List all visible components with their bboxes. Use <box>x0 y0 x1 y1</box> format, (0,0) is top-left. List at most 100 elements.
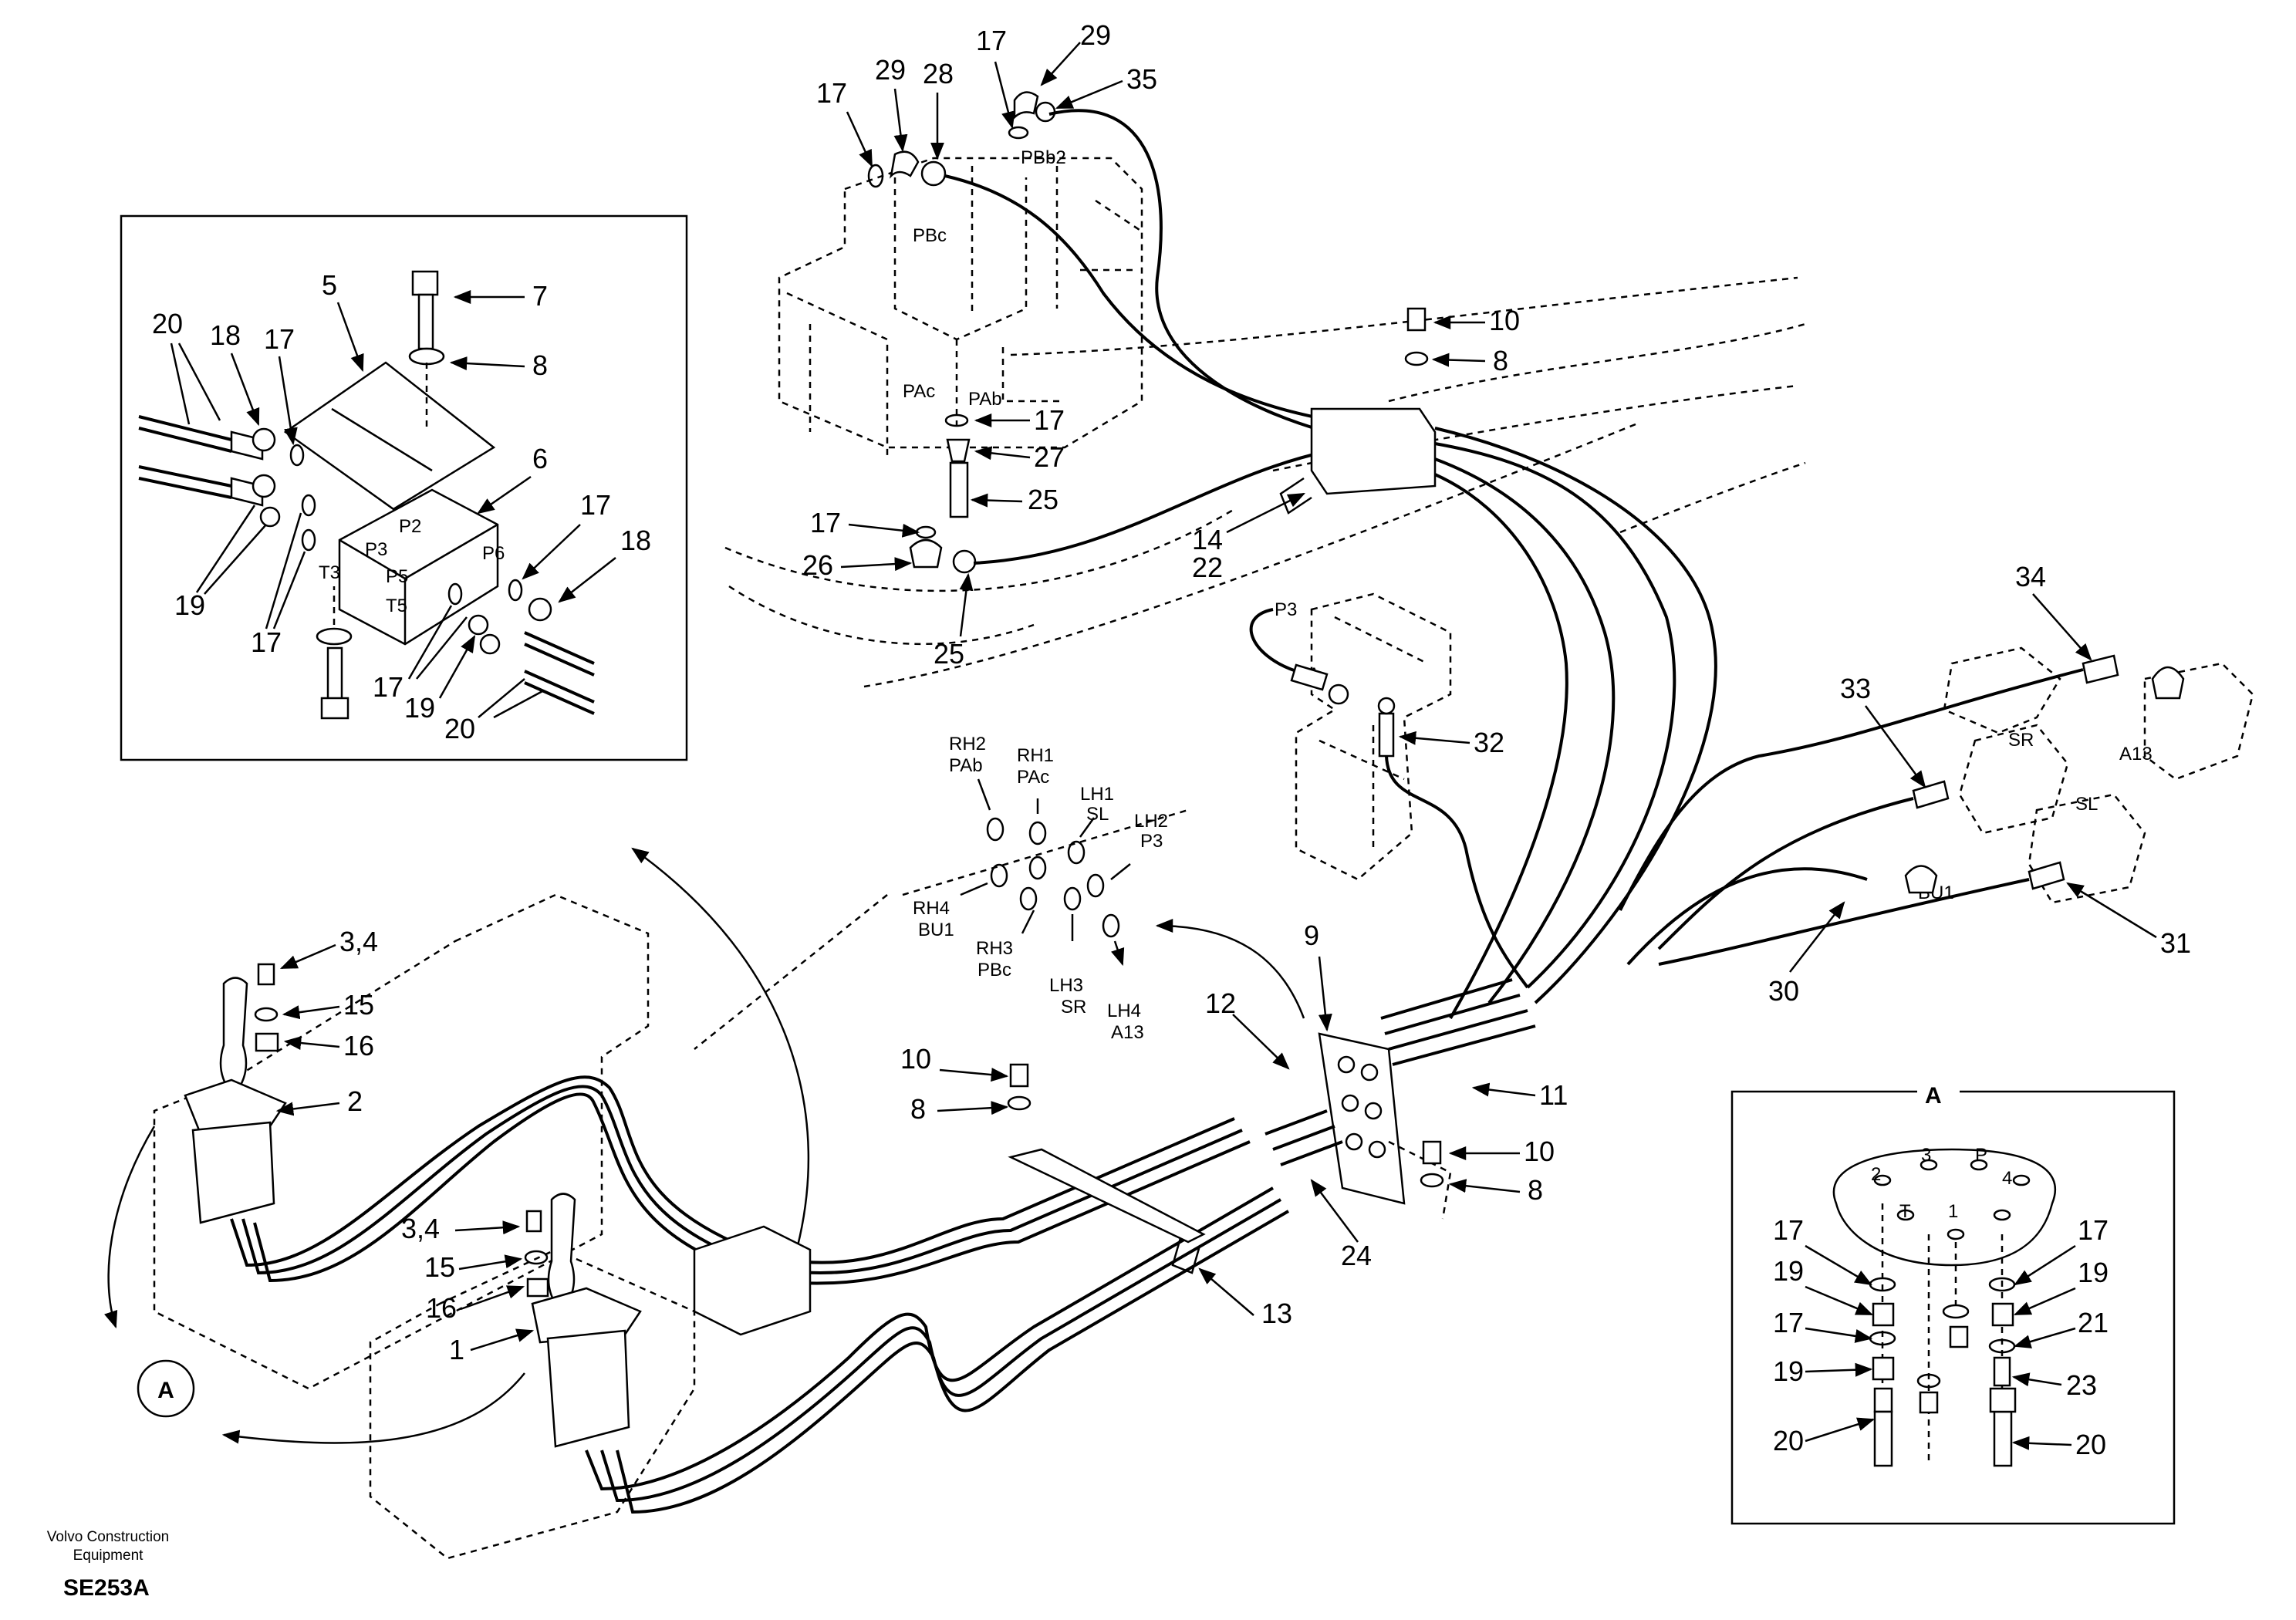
control-valve-assembly: PBc PBb2 PAc PAb <box>724 91 1806 1019</box>
bulkhead-plate-9 <box>1318 1032 1406 1205</box>
callout-28: 28 <box>923 58 954 89</box>
callout-17d: 17 <box>373 671 403 703</box>
pattern-rh3-port: PBc <box>977 960 1011 980</box>
pattern-lh2: LH2 <box>1134 811 1168 832</box>
pattern-rh3: RH3 <box>976 938 1013 959</box>
joystick-pattern-legend: RH2 PAb RH1 PAc LH1 SL LH2 P3 RH4 BU1 RH… <box>104 734 1305 1444</box>
bracket-13 <box>1008 1148 1206 1244</box>
detail-port-t: T <box>1899 1201 1911 1222</box>
port-pab: PAb <box>968 389 1002 410</box>
detail-callout-20b: 20 <box>2075 1429 2106 1460</box>
callout-12: 12 <box>1205 987 1236 1019</box>
detail-callout-19c: 19 <box>1773 1355 1804 1387</box>
port-t5: T5 <box>386 596 407 616</box>
port-p3: P3 <box>365 539 387 560</box>
port-sl: SL <box>2075 794 2098 815</box>
pattern-rh4-port: BU1 <box>918 920 954 940</box>
callout-3-4-right: 3,4 <box>401 1213 440 1244</box>
callout-30: 30 <box>1768 975 1799 1007</box>
callout-19: 19 <box>174 589 205 621</box>
detail-callout-17b: 17 <box>2078 1214 2109 1246</box>
callout-18b: 18 <box>620 525 651 556</box>
clamp-14 <box>1310 407 1437 495</box>
callout-16-left: 16 <box>343 1030 374 1061</box>
pattern-lh4: LH4 <box>1107 1001 1141 1021</box>
footer-company: Volvo Construction <box>47 1529 169 1545</box>
detail-callout-21: 21 <box>2078 1307 2109 1338</box>
port-t3: T3 <box>319 562 340 583</box>
callout-17-pab: 17 <box>1034 404 1065 436</box>
callout-5: 5 <box>322 269 337 301</box>
detail-callout-19a: 19 <box>1773 1255 1804 1287</box>
callout-17b: 17 <box>251 626 282 658</box>
callout-14: 14 <box>1192 524 1223 555</box>
callout-22: 22 <box>1192 552 1223 583</box>
manifold-block-6 <box>338 488 499 646</box>
callout-2: 2 <box>347 1085 363 1117</box>
port-pbc: PBc <box>913 225 947 246</box>
callout-8-right: 8 <box>1528 1174 1543 1206</box>
callout-33: 33 <box>1840 673 1871 704</box>
port-sr: SR <box>2008 730 2034 751</box>
detail-callout-17c: 17 <box>1773 1307 1804 1338</box>
callout-8-mid: 8 <box>910 1093 926 1125</box>
callout-35: 35 <box>1126 63 1157 95</box>
callout-6: 6 <box>532 443 548 474</box>
callout-27: 27 <box>1034 441 1065 473</box>
detail-port-4: 4 <box>2002 1168 2012 1189</box>
callout-17-top2: 17 <box>976 25 1007 56</box>
view-reference-label: A <box>157 1378 174 1403</box>
callout-17: 17 <box>264 323 295 355</box>
pattern-rh1-port: PAc <box>1017 767 1049 788</box>
joystick-base-plate <box>1832 1148 2057 1267</box>
right-valve-blocks: P3 A A13 SR SL BU1 <box>1249 592 2254 989</box>
callout-15-left: 15 <box>343 989 374 1021</box>
footer: Volvo Construction Equipment SE253A <box>47 1529 169 1601</box>
detail-port-2: 2 <box>1871 1164 1881 1185</box>
pattern-rh1: RH1 <box>1017 745 1054 766</box>
callout-34: 34 <box>2015 561 2046 592</box>
callout-24: 24 <box>1341 1240 1372 1271</box>
callout-1: 1 <box>449 1334 464 1365</box>
callout-19b: 19 <box>404 692 435 724</box>
detail-callout-23: 23 <box>2066 1369 2097 1401</box>
callout-15-right: 15 <box>424 1251 455 1283</box>
callout-11: 11 <box>1539 1079 1568 1111</box>
view-reference-a: A <box>137 1359 195 1418</box>
pattern-lh3: LH3 <box>1049 975 1083 996</box>
port-p3-valve: P3 <box>1275 599 1297 620</box>
callout-16-right: 16 <box>426 1292 457 1324</box>
joystick-assembly <box>153 307 1536 1560</box>
callout-7: 7 <box>532 280 548 312</box>
joystick-lever-2 <box>219 977 248 1089</box>
detail-port-1: 1 <box>1948 1201 1958 1222</box>
port-pac: PAc <box>903 381 935 402</box>
callout-8-top: 8 <box>1493 345 1508 376</box>
callout-17c: 17 <box>580 489 611 521</box>
callout-10-right: 10 <box>1524 1136 1555 1167</box>
detail-port-3: 3 <box>1921 1145 1931 1166</box>
callout-13: 13 <box>1261 1298 1292 1329</box>
callout-10-mid: 10 <box>900 1043 931 1075</box>
washer-8 <box>408 347 445 366</box>
detail-a-title: A <box>1925 1083 1942 1109</box>
figure-code: SE253A <box>63 1575 150 1601</box>
joystick-lever-1 <box>547 1193 576 1305</box>
callout-20: 20 <box>152 308 183 339</box>
callout-25b: 25 <box>934 638 964 670</box>
callout-26: 26 <box>802 549 833 581</box>
callout-17-mid: 17 <box>810 507 841 538</box>
port-p2: P2 <box>399 516 421 537</box>
port-p5: P5 <box>386 566 408 587</box>
callout-8: 8 <box>532 349 548 381</box>
detail-callout-19b: 19 <box>2078 1257 2109 1288</box>
callout-29-top: 29 <box>875 54 906 86</box>
callout-18: 18 <box>210 319 241 351</box>
callout-10-top: 10 <box>1489 305 1520 336</box>
footer-company-line2: Equipment <box>73 1547 144 1564</box>
callout-3-4-left: 3,4 <box>339 926 378 957</box>
callout-17-top: 17 <box>816 77 847 109</box>
detail-a-inset: A 3 P 2 4 T 1 1 17 17 <box>1730 1080 2176 1525</box>
callout-29-top2: 29 <box>1080 19 1111 51</box>
pattern-rh2-port: PAb <box>949 755 983 776</box>
